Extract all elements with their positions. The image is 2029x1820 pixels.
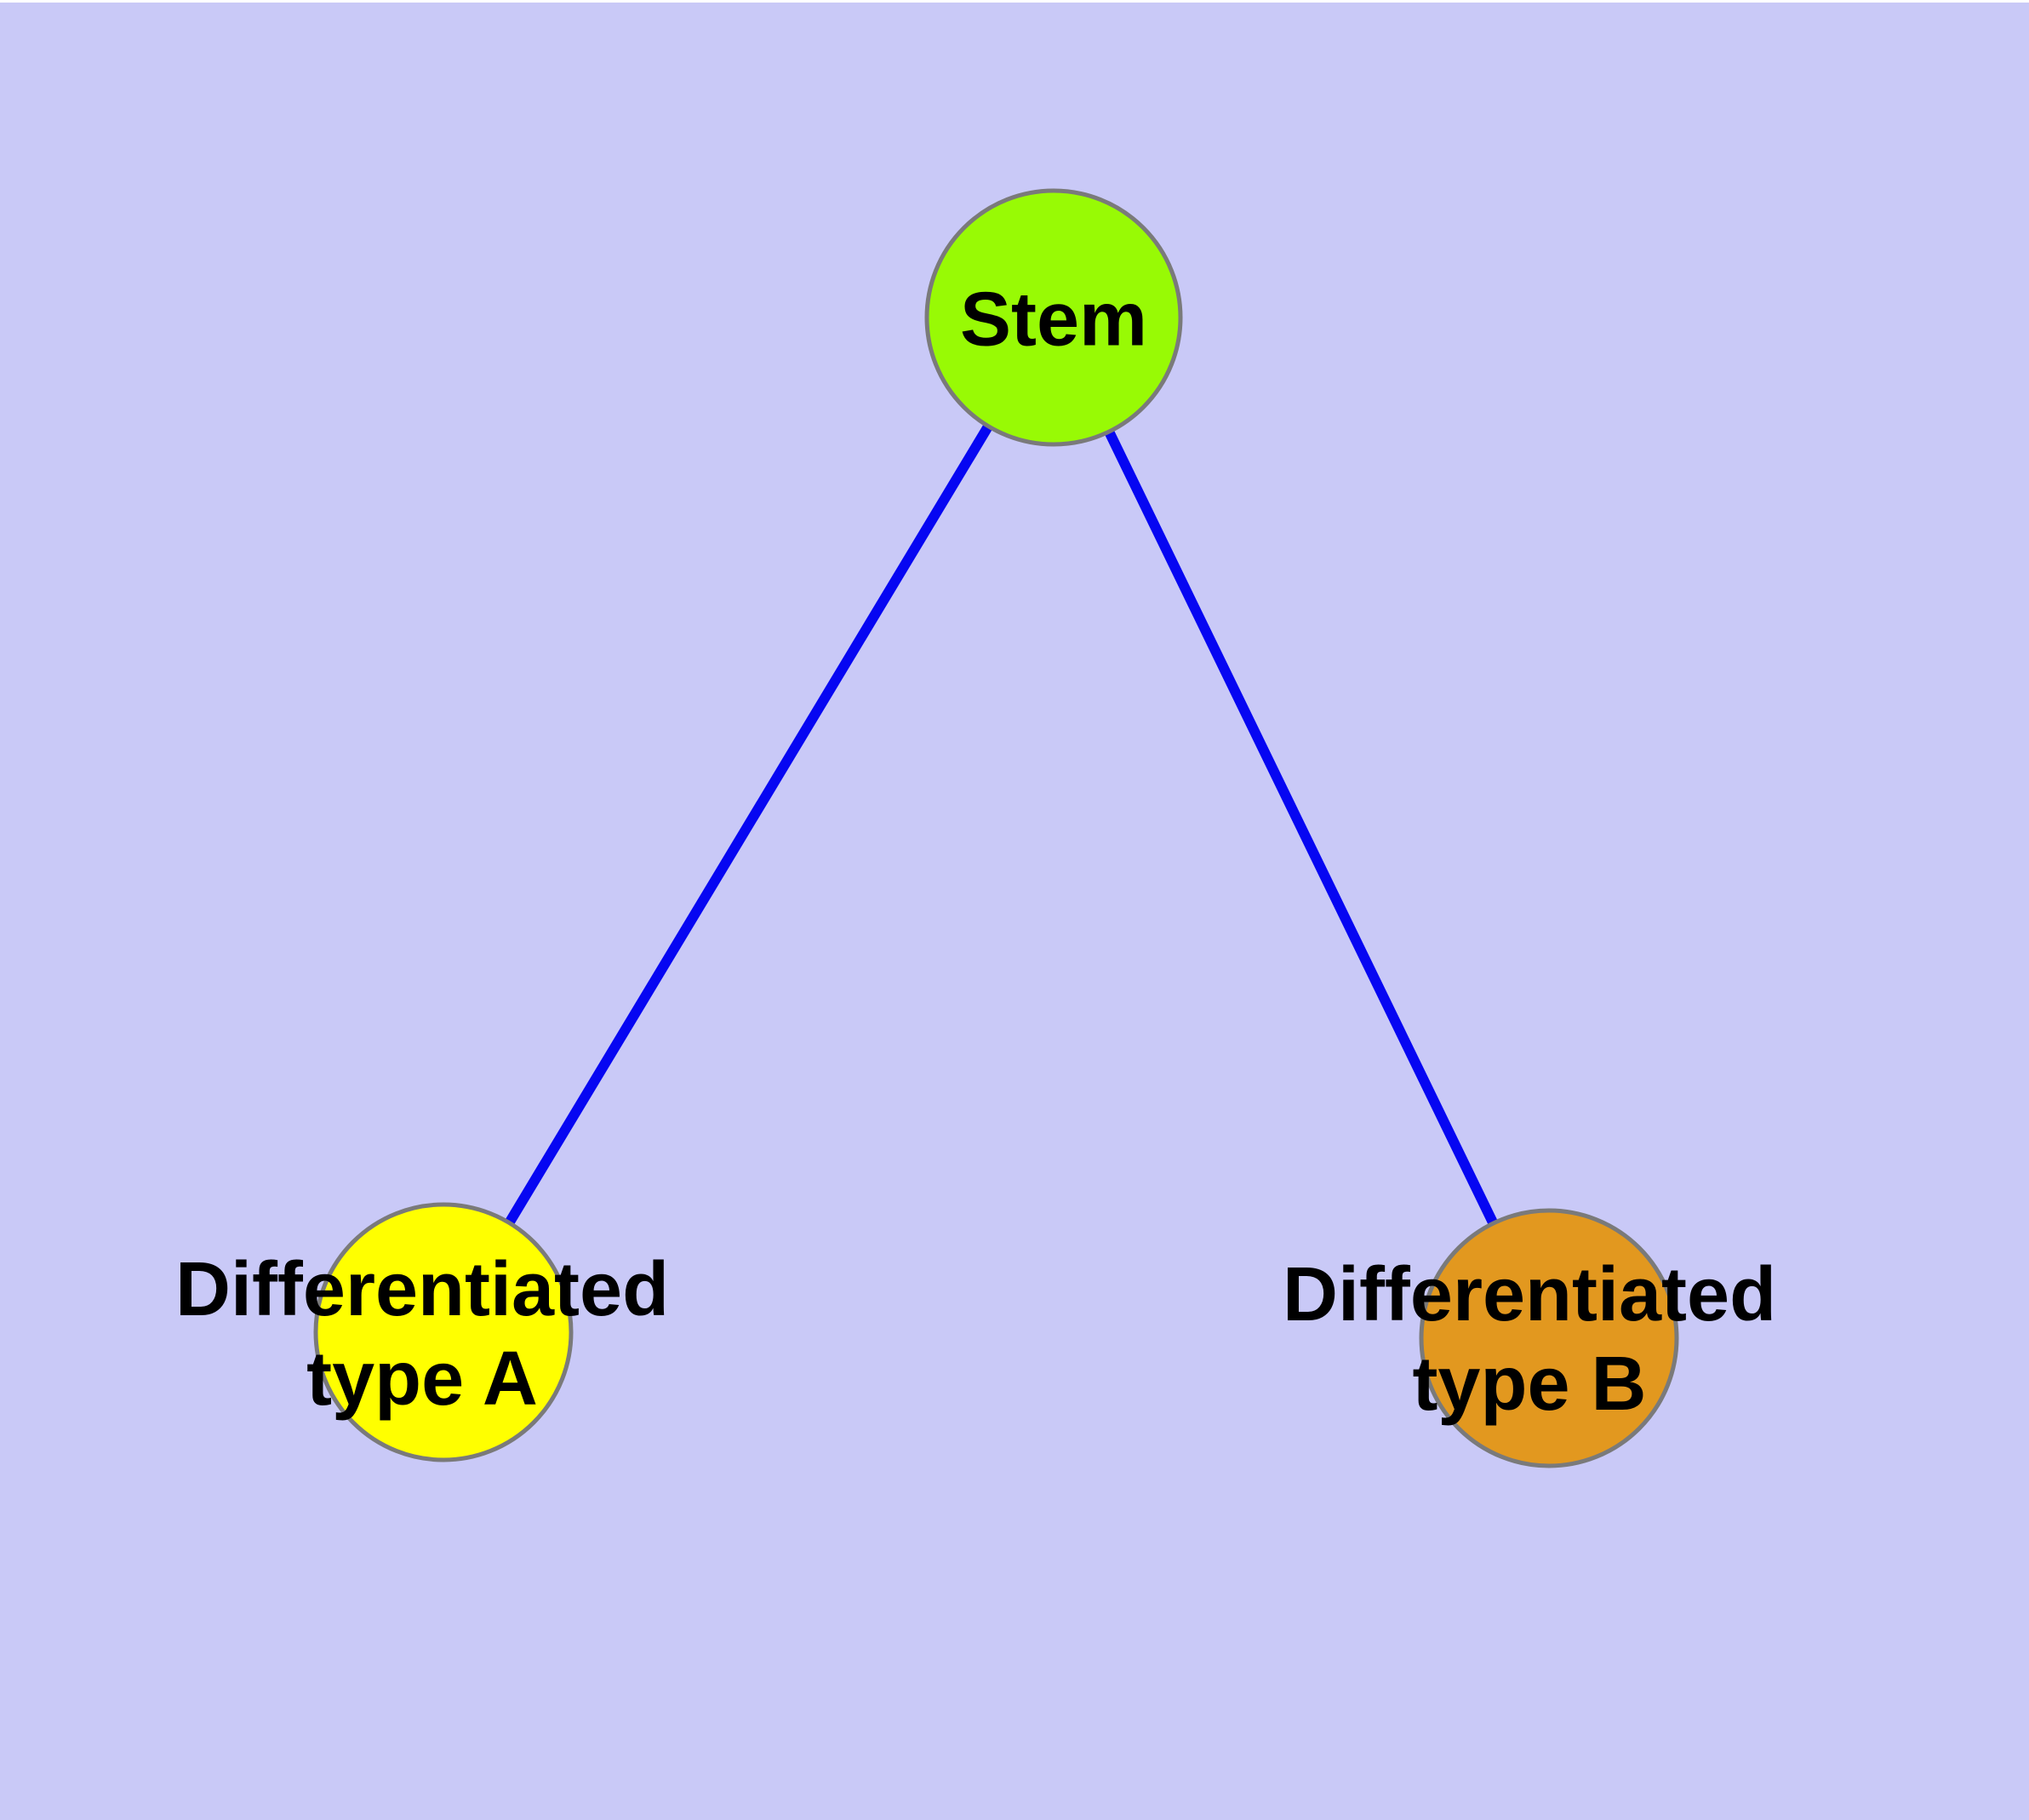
edge-stem-to-type-b — [1049, 315, 1554, 1341]
edge-stem-to-type-a — [438, 314, 1059, 1336]
node-type-b-label: Differentiated type B — [1282, 1252, 1777, 1427]
top-border-strip — [0, 0, 2029, 3]
node-type-a-circle — [313, 1202, 574, 1462]
node-stem-label: Stem — [959, 277, 1148, 363]
node-stem-circle — [924, 188, 1183, 447]
node-type-a-label: Differentiated type A — [174, 1247, 670, 1422]
node-type-b-circle — [1419, 1208, 1679, 1468]
